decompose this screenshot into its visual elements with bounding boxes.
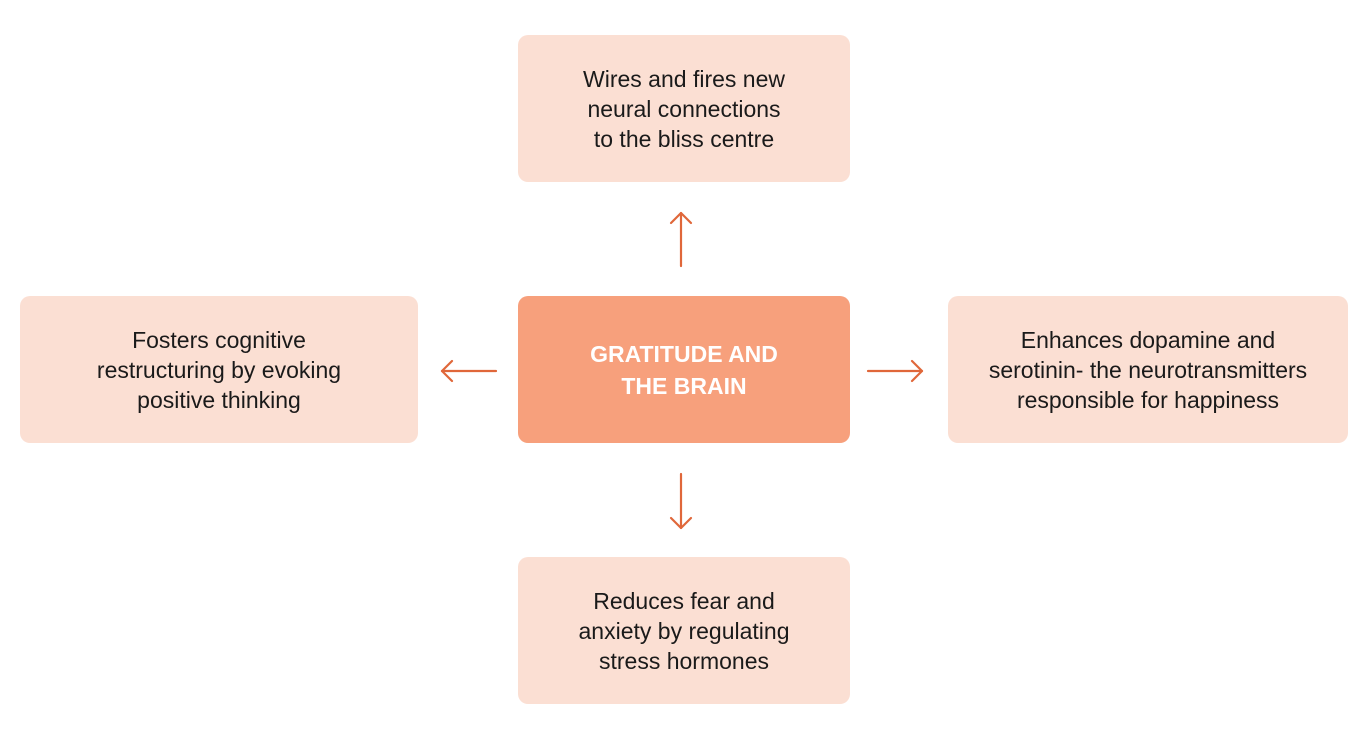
effect-node-cognitive-restructuring: Fosters cognitive restructuring by evoki… xyxy=(20,296,418,443)
effect-node-reduces-fear: Reduces fear and anxiety by regulating s… xyxy=(518,557,850,704)
arrow-up-icon xyxy=(669,211,693,268)
effect-node-dopamine-serotonin-label: Enhances dopamine and serotinin- the neu… xyxy=(988,326,1308,413)
central-node-gratitude-and-the-brain: GRATITUDE AND THE BRAIN xyxy=(518,296,850,443)
effect-node-reduces-fear-label: Reduces fear and anxiety by regulating s… xyxy=(578,587,790,674)
arrow-left-icon xyxy=(440,359,498,383)
effect-node-dopamine-serotonin: Enhances dopamine and serotinin- the neu… xyxy=(948,296,1348,443)
arrow-down-icon xyxy=(669,472,693,530)
central-node-label: GRATITUDE AND THE BRAIN xyxy=(590,340,778,399)
effect-node-neural-connections: Wires and fires new neural connections t… xyxy=(518,35,850,182)
effect-node-neural-connections-label: Wires and fires new neural connections t… xyxy=(583,65,785,152)
effect-node-cognitive-restructuring-label: Fosters cognitive restructuring by evoki… xyxy=(96,326,342,413)
arrow-right-icon xyxy=(866,359,924,383)
